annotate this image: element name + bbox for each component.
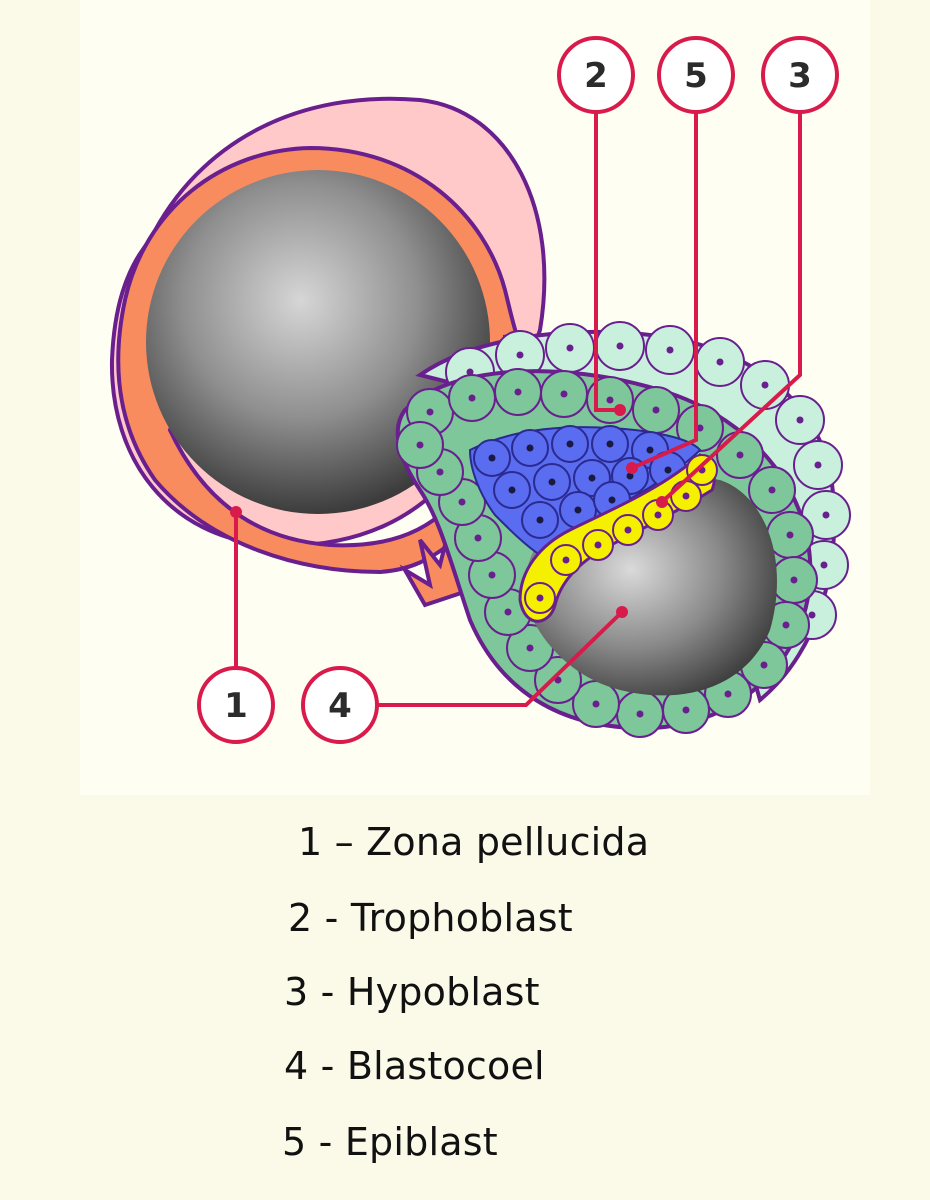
trophoblast-cell-nucleus xyxy=(682,706,690,714)
callout-dot-3 xyxy=(656,496,668,508)
epiblast-cells xyxy=(473,425,687,539)
hypoblast-cell-nucleus xyxy=(654,511,662,519)
trophoblast-cell-nucleus xyxy=(458,498,466,506)
epiblast-cell-nucleus xyxy=(526,444,534,452)
trophoblast-back-cell-nucleus xyxy=(516,351,524,359)
trophoblast-back-cell-nucleus xyxy=(616,342,624,350)
hypoblast-cell-nucleus xyxy=(682,492,690,500)
callout-line-3 xyxy=(660,110,802,504)
legend-item-epiblast: 5 - Epiblast xyxy=(282,1120,498,1164)
epiblast-cell-nucleus xyxy=(508,486,516,494)
trophoblast-cell-nucleus xyxy=(606,396,614,404)
trophoblast-back-cell-nucleus xyxy=(814,461,822,469)
callout-dot-5 xyxy=(626,462,638,474)
callout-bubble-4: 4 xyxy=(301,666,379,744)
trophoblast-cell-nucleus xyxy=(504,608,512,616)
trophoblast-cell-nucleus xyxy=(514,388,522,396)
callout-line-2 xyxy=(594,110,620,412)
hypoblast-cell-nucleus xyxy=(594,541,602,549)
epiblast-cell-nucleus xyxy=(626,472,634,480)
trophoblast-back-cell-nucleus xyxy=(820,561,828,569)
trophoblast-cell-nucleus xyxy=(488,571,496,579)
callout-dots xyxy=(230,404,668,618)
epiblast-cell-nucleus xyxy=(588,474,596,482)
trophoblast-cell-nucleus xyxy=(468,394,476,402)
legend-item-hypoblast: 3 - Hypoblast xyxy=(284,970,540,1014)
callout-number-2: 2 xyxy=(584,56,608,96)
trophoblast-cell-nucleus xyxy=(436,468,444,476)
epiblast-cell-nucleus xyxy=(566,440,574,448)
trophoblast-cell-nucleus xyxy=(786,531,794,539)
epiblast-cell-nucleus xyxy=(646,446,654,454)
trophoblast-cell-nucleus xyxy=(652,406,660,414)
trophoblast-cell-nucleus xyxy=(560,390,568,398)
trophoblast-back-cell-nucleus xyxy=(716,358,724,366)
legend-item-zona-pellucida: 1 – Zona pellucida xyxy=(298,820,650,864)
callout-dot-1 xyxy=(230,506,242,518)
callout-number-5: 5 xyxy=(684,56,708,96)
trophoblast-back-cells xyxy=(445,321,851,640)
trophoblast-cell-nucleus xyxy=(768,486,776,494)
callout-lines xyxy=(234,110,802,707)
trophoblast-cell-nucleus xyxy=(426,408,434,416)
hypoblast-cell-nucleus xyxy=(536,594,544,602)
callout-line-5 xyxy=(631,110,698,470)
blastocyst xyxy=(395,321,851,738)
epiblast-cell-nucleus xyxy=(536,516,544,524)
callout-line-4 xyxy=(377,610,624,707)
trophoblast-cell-nucleus xyxy=(760,661,768,669)
epiblast-cell-nucleus xyxy=(488,454,496,462)
legend-item-trophoblast: 2 - Trophoblast xyxy=(288,896,573,940)
callout-number-1: 1 xyxy=(224,686,248,726)
trophoblast-cell-nucleus xyxy=(782,621,790,629)
trophoblast-back-cell-nucleus xyxy=(808,611,816,619)
callout-number-4: 4 xyxy=(328,686,352,726)
epiblast-cell-nucleus xyxy=(606,440,614,448)
trophoblast-back-cell-nucleus xyxy=(761,381,769,389)
epiblast-cell-nucleus xyxy=(548,478,556,486)
trophoblast-back-cell-nucleus xyxy=(566,344,574,352)
callout-bubble-5: 5 xyxy=(657,36,735,114)
trophoblast-back-cell-nucleus xyxy=(822,511,830,519)
hypoblast-cell-nucleus xyxy=(562,556,570,564)
epiblast-cell-nucleus xyxy=(574,506,582,514)
blastocyst-hatching-diagram: 1 4 2 5 3 xyxy=(109,36,851,744)
trophoblast-cells xyxy=(396,368,818,738)
epiblast-cell-nucleus xyxy=(608,496,616,504)
trophoblast-back-cell-nucleus xyxy=(666,346,674,354)
trophoblast-back-cell-nucleus xyxy=(796,416,804,424)
legend-item-blastocoel: 4 - Blastocoel xyxy=(284,1044,545,1088)
trophoblast-cell-nucleus xyxy=(696,424,704,432)
callout-bubble-1: 1 xyxy=(197,666,275,744)
trophoblast-cell-nucleus xyxy=(724,690,732,698)
trophoblast-cell-nucleus xyxy=(474,534,482,542)
trophoblast-cell-nucleus xyxy=(526,644,534,652)
hypoblast-cell-nucleus xyxy=(624,526,632,534)
callout-bubble-2: 2 xyxy=(557,36,635,114)
trophoblast-cell-nucleus xyxy=(416,441,424,449)
trophoblast-cell-nucleus xyxy=(736,451,744,459)
trophoblast-back-cell-nucleus xyxy=(466,368,474,376)
callout-bubble-3: 3 xyxy=(761,36,839,114)
callout-dot-2 xyxy=(614,404,626,416)
callout-dot-4 xyxy=(616,606,628,618)
trophoblast-cell-nucleus xyxy=(636,710,644,718)
callout-number-3: 3 xyxy=(788,56,812,96)
trophoblast-cell-nucleus xyxy=(592,700,600,708)
trophoblast-cell-nucleus xyxy=(790,576,798,584)
epiblast-cell-nucleus xyxy=(664,466,672,474)
